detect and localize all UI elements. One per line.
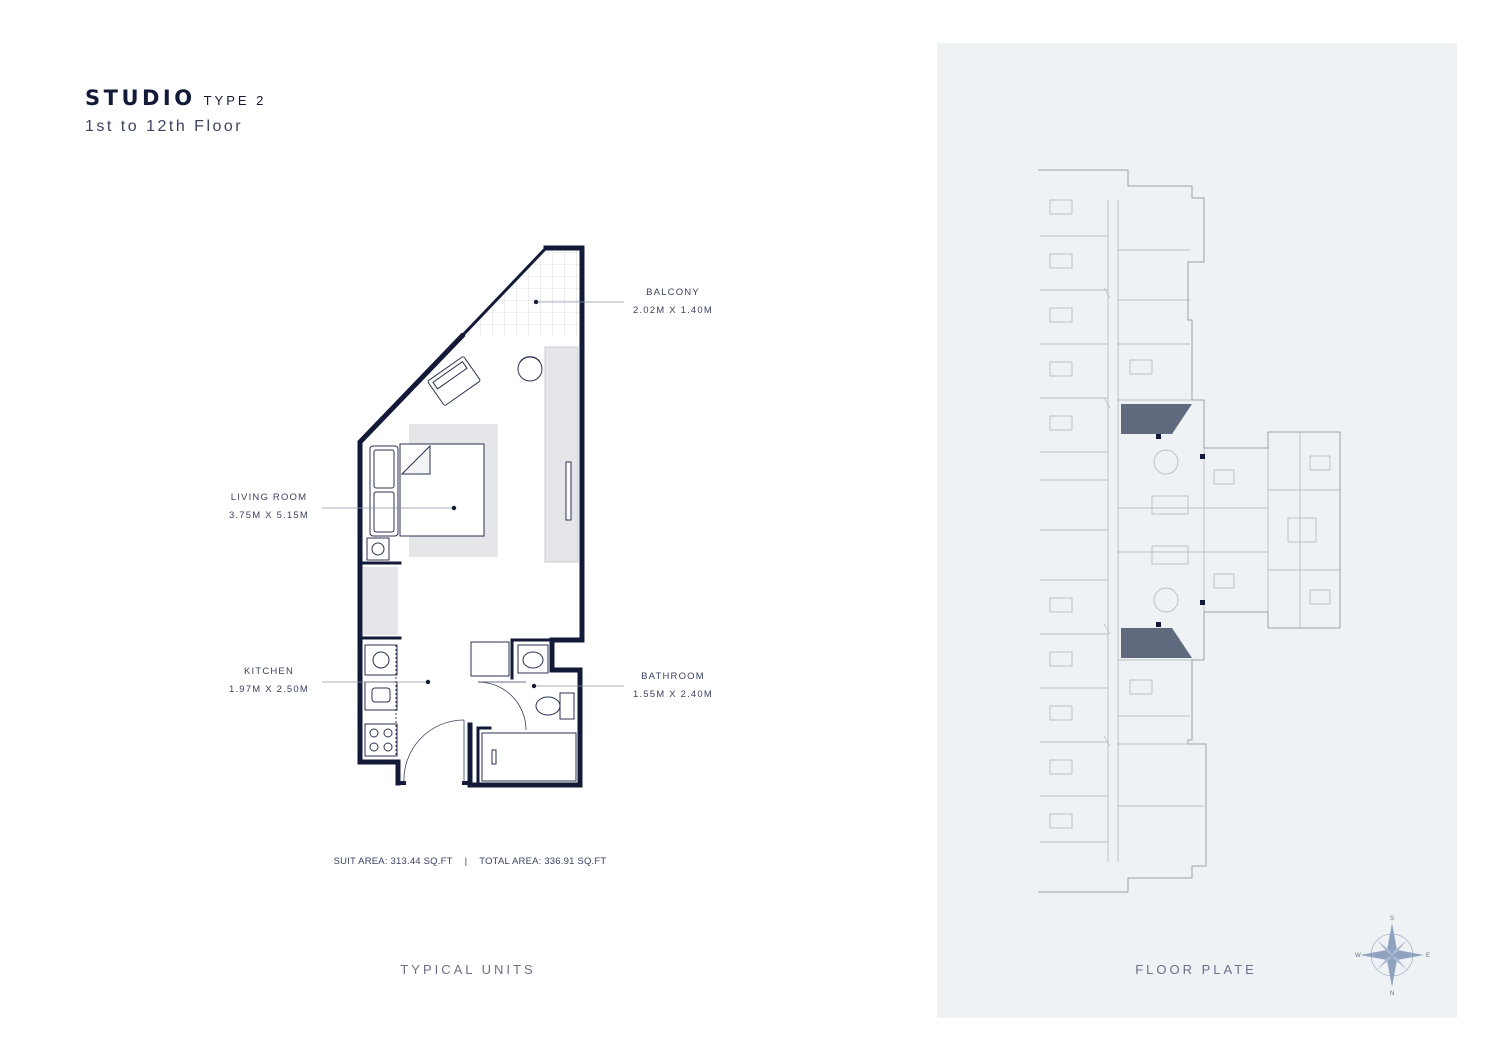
highlighted-unit-lower [1121,628,1192,658]
kitchen-size: 1.97M X 2.50M [228,684,310,695]
balcony-name: BALCONY [646,287,700,298]
core-marker [1200,454,1205,459]
kitchen-label: KITCHEN 1.97M X 2.50M [222,663,316,699]
leader-dots [425,299,539,689]
kitchen-name: KITCHEN [243,666,295,677]
floor-plate-drawing [1038,169,1341,893]
wardrobe [544,346,579,563]
living-room-label: LIVING ROOM 3.75M X 5.15M [222,489,316,525]
highlighted-unit-upper [1121,404,1192,434]
floor-plate-label: FLOOR PLATE [1135,962,1257,977]
typical-units-label: TYPICAL UNITS [400,962,536,977]
balcony-tiles [464,250,580,336]
balcony-label: BALCONY 2.02M X 1.40M [626,284,720,320]
compass-w: W [1355,953,1361,959]
balcony-size: 2.02M X 1.40M [632,305,714,316]
core-marker [1156,622,1161,627]
area-separator: | [464,856,468,867]
core-marker [1200,600,1205,605]
page-title: STUDIO [85,86,196,110]
compass-n: N [1390,991,1394,997]
compass-e: E [1426,953,1430,959]
floor-range: 1st to 12th Floor [85,118,244,135]
bathroom-label: BATHROOM 1.55M X 2.40M [626,668,720,704]
total-area: TOTAL AREA: 336.91 SQ.FT [479,856,607,867]
core-marker [1156,434,1161,439]
living-room-name: LIVING ROOM [230,492,308,503]
area-summary: SUIT AREA: 313.44 SQ.FT | TOTAL AREA: 336.… [250,856,690,867]
title-block: STUDIO TYPE 2 1st to 12th Floor [85,86,266,136]
furniture [364,356,577,782]
doors [403,681,527,784]
suit-area: SUIT AREA: 313.44 SQ.FT [333,856,453,867]
kitchen-counter-fill [363,567,398,635]
compass-icon: S N W E [1355,916,1430,997]
bathroom-size: 1.55M X 2.40M [632,689,714,700]
bathroom-name: BATHROOM [641,671,705,682]
floor-plate-panel [937,43,1457,1018]
living-room-size: 3.75M X 5.15M [228,510,310,521]
unit-type: TYPE 2 [203,93,267,108]
leader-lines [322,301,624,687]
unit-walls [357,245,585,788]
compass-s: S [1390,916,1394,922]
